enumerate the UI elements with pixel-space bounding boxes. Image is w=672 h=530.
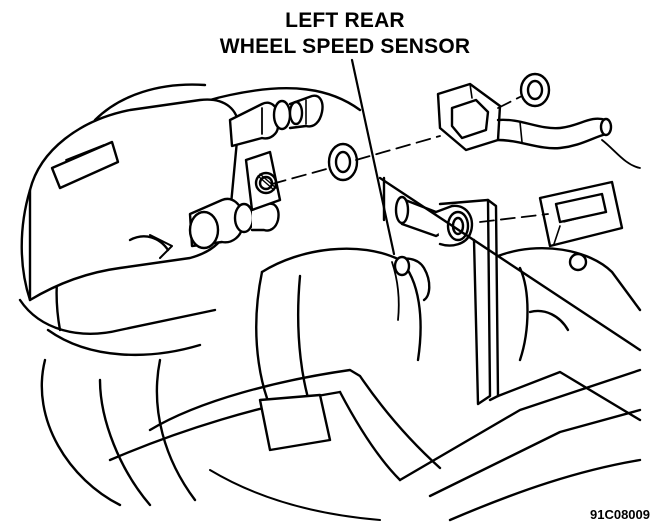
caliper-mount-boss <box>246 152 280 210</box>
figure-id-label: 91C08009 <box>590 507 650 522</box>
caliper-guide-bolt-upper <box>230 96 323 146</box>
callout-line-2: WHEEL SPEED SENSOR <box>219 35 471 58</box>
washer-left <box>329 144 357 180</box>
callout-line-1: LEFT REAR <box>285 9 405 32</box>
assembly-alignment-lines <box>272 96 548 222</box>
axle-flange <box>256 249 429 440</box>
sensor-harness-clip <box>438 84 640 168</box>
washer-right <box>521 74 549 106</box>
caliper-guide-bolt-lower <box>190 199 279 248</box>
backing-plate <box>380 178 640 420</box>
sensor-mounting-bracket <box>540 182 622 246</box>
retaining-washers <box>329 74 549 180</box>
brake-caliper <box>20 85 238 355</box>
callout-leader <box>352 60 394 254</box>
lower-housing <box>110 370 640 520</box>
sensor-callout-label: LEFT REAR WHEEL SPEED SENSOR <box>200 8 490 60</box>
